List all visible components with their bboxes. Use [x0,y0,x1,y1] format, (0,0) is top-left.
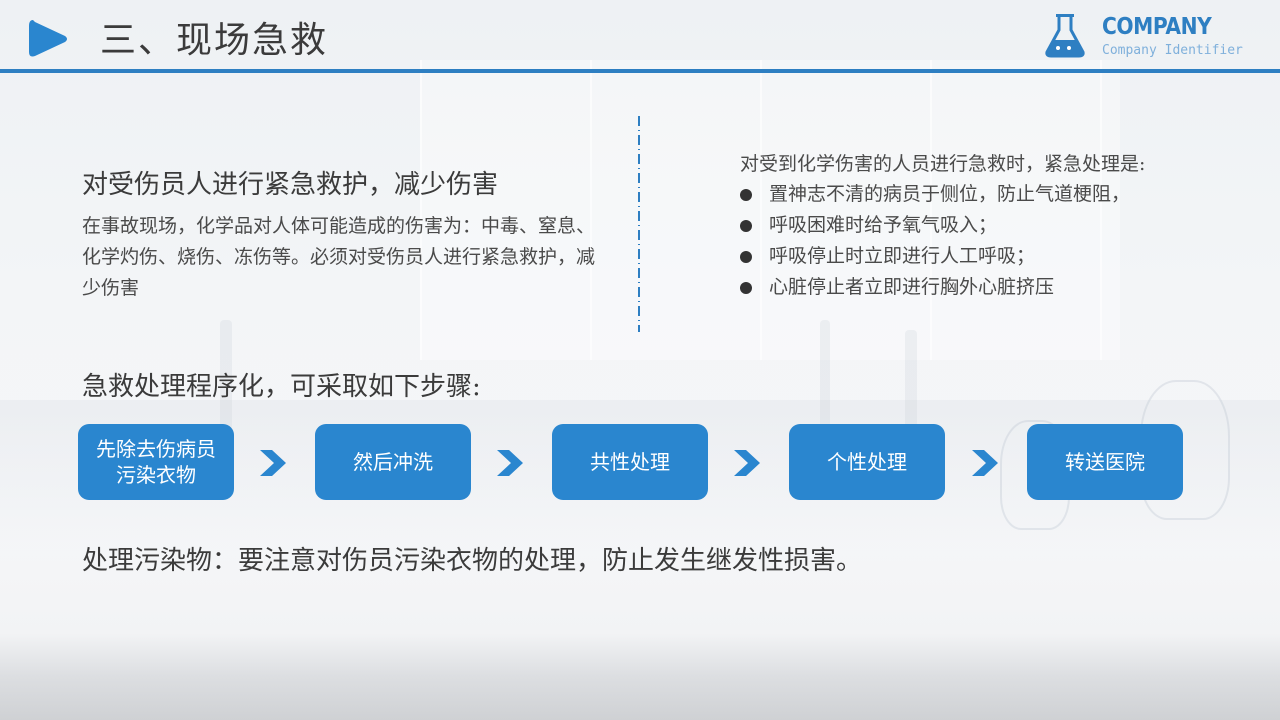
bullet-icon [740,250,752,263]
chevron-right-icon [972,450,998,476]
bullet-icon [740,188,752,201]
header-divider [0,69,1280,73]
list-item: 置神志不清的病员于侧位，防止气道梗阻， [740,179,1130,210]
right-intro: 对受到化学伤害的人员进行急救时，紧急处理是: [740,153,1146,175]
step-rinse: 然后冲洗 [315,424,471,500]
left-heading: 对受伤员人进行紧急救护，减少伤害 [82,170,499,200]
list-item-text: 心脏停止者立即进行胸外心脏挤压 [769,276,1055,298]
first-aid-list: 置神志不清的病员于侧位，防止气道梗阻， 呼吸困难时给予氧气吸入； 呼吸停止时立即… [740,179,1130,303]
list-item: 呼吸困难时给予氧气吸入； [740,210,1130,241]
company-name: COMPANY [1102,14,1212,40]
list-item-text: 置神志不清的病员于侧位，防止气道梗阻， [769,183,1131,205]
bullet-icon [740,219,752,232]
list-item-text: 呼吸停止时立即进行人工呼吸； [769,245,1036,267]
step-common-treatment: 共性处理 [552,424,708,500]
chevron-right-icon [734,450,760,476]
footer-note: 处理污染物：要注意对伤员污染衣物的处理，防止发生继发性损害。 [82,546,863,576]
dashed-divider [638,116,640,332]
page-title: 三、现场急救 [100,20,329,61]
list-item-text: 呼吸困难时给予氧气吸入； [769,214,998,236]
bullet-icon [740,281,752,294]
list-item: 心脏停止者立即进行胸外心脏挤压 [740,272,1130,303]
chevron-right-icon [497,450,523,476]
step-remove-clothing: 先除去伤病员污染衣物 [78,424,234,500]
flask-icon [1045,14,1085,58]
play-arrow-icon [29,20,67,57]
left-body-text: 在事故现场，化学品对人体可能造成的伤害为：中毒、窒息、化学灼伤、烧伤、冻伤等。必… [82,215,596,299]
company-identifier: Company Identifier [1102,43,1243,58]
step-transfer-hospital: 转送医院 [1027,424,1183,500]
list-item: 呼吸停止时立即进行人工呼吸； [740,241,1130,272]
chevron-right-icon [260,450,286,476]
steps-heading: 急救处理程序化，可采取如下步骤: [82,372,481,402]
step-individual-treatment: 个性处理 [789,424,945,500]
